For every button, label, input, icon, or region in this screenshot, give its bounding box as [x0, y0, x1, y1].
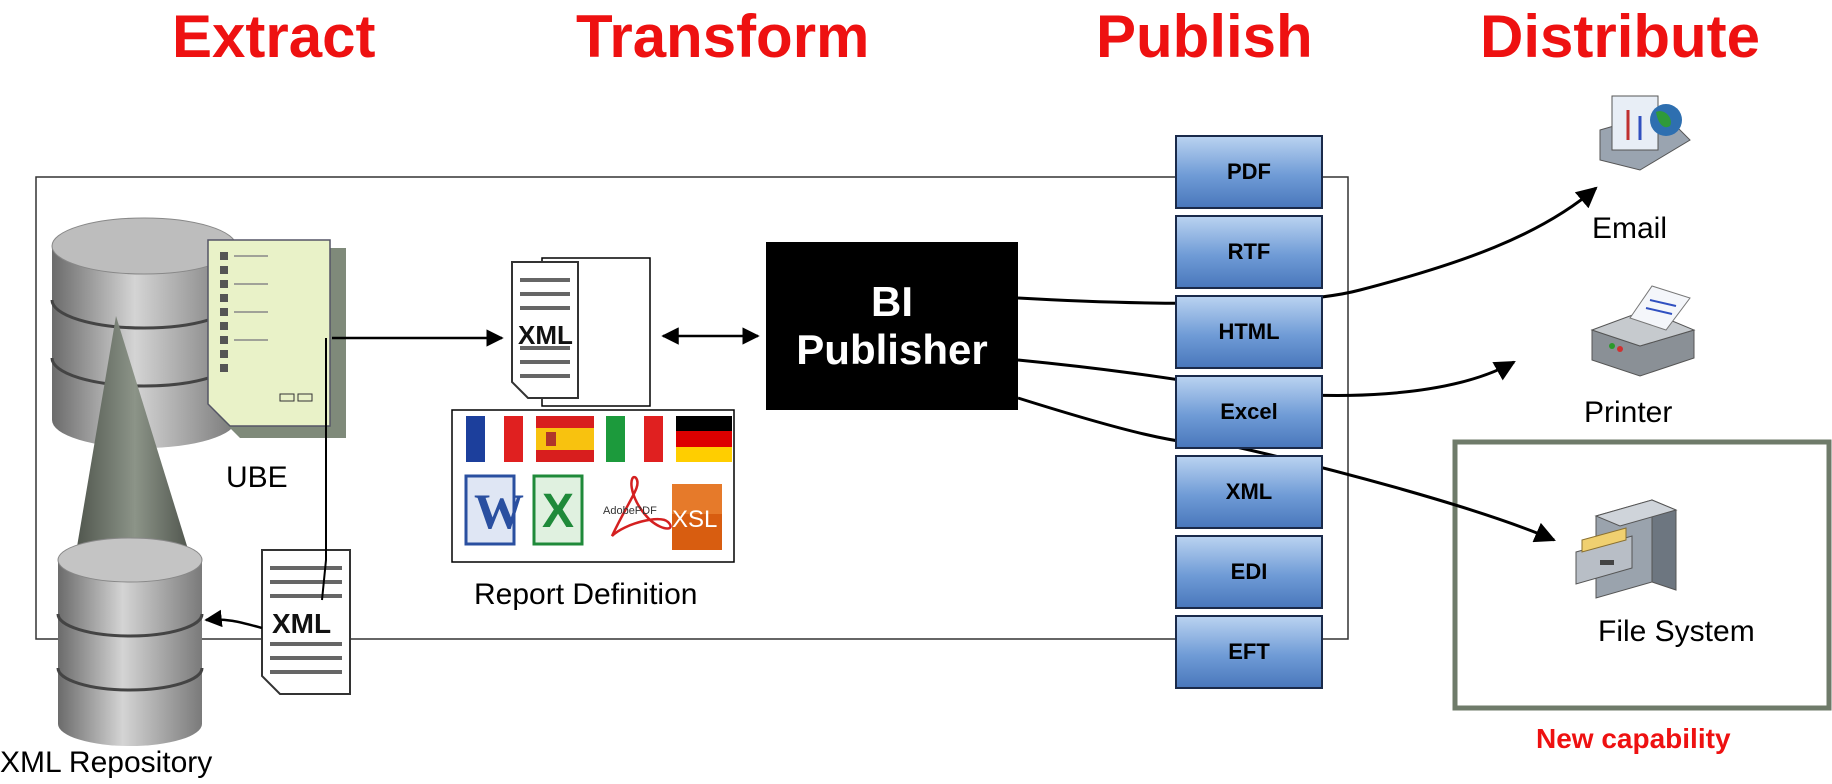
- email-label: Email: [1592, 212, 1668, 245]
- format-rtf: RTF: [1175, 215, 1323, 289]
- xml-document-icon: [511, 261, 579, 399]
- new-capability-label: New capability: [1536, 723, 1731, 754]
- xml-doc-label: XML: [518, 320, 573, 350]
- format-edi: EDI: [1175, 535, 1323, 609]
- database-icon: [56, 537, 204, 746]
- flag-germany-icon: [676, 416, 732, 462]
- database-icon: [50, 217, 238, 448]
- report-document-icon: [207, 239, 346, 438]
- xml-doc-label: XML: [272, 608, 332, 639]
- flag-italy-icon: [606, 416, 663, 462]
- process-frame: [35, 176, 1349, 640]
- report-definition-label: Report Definition: [474, 578, 698, 611]
- bi-publisher-line1: BI: [871, 278, 913, 325]
- adobe-pdf-label: AdobePDF: [603, 505, 657, 517]
- format-html: HTML: [1175, 295, 1323, 369]
- bi-to-email-arrow: [1017, 186, 1598, 305]
- ube-down-line: [321, 338, 327, 601]
- bi-publisher-line2: Publisher: [796, 326, 988, 373]
- xsl-label: XSL: [672, 506, 718, 533]
- file-cabinet-icon: [1575, 499, 1678, 599]
- new-capability-frame: [1452, 439, 1832, 711]
- cone-shape: [70, 316, 200, 588]
- stage-transform: Transform: [576, 3, 870, 70]
- flag-france-icon: [466, 416, 523, 462]
- printer-label: Printer: [1584, 396, 1673, 429]
- ube-label: UBE: [226, 461, 288, 494]
- bi-publisher-box: BI Publisher: [766, 242, 1018, 410]
- xml-document-icon: [261, 549, 351, 695]
- flag-spain-icon: [536, 416, 594, 462]
- printer-icon: [1590, 285, 1696, 377]
- stage-extract: Extract: [172, 3, 376, 70]
- email-icon: [1599, 95, 1691, 171]
- stage-distribute: Distribute: [1480, 3, 1761, 70]
- excel-icon: [532, 474, 584, 546]
- stage-publish: Publish: [1096, 3, 1313, 70]
- bi-to-filesystem-arrow: [1017, 396, 1556, 543]
- file-system-label: File System: [1598, 615, 1755, 648]
- word-icon-letter: W: [474, 483, 524, 539]
- xsl-icon: [672, 484, 722, 550]
- xml-to-repository-arrow: [204, 609, 263, 630]
- excel-icon-letter: X: [542, 485, 575, 538]
- format-xml: XML: [1175, 455, 1323, 529]
- xml-repository-label: XML Repository: [0, 746, 213, 779]
- format-excel: Excel: [1175, 375, 1323, 449]
- adobe-pdf-icon: [610, 475, 672, 537]
- format-eft: EFT: [1175, 615, 1323, 689]
- format-pdf: PDF: [1175, 135, 1323, 209]
- word-icon: [464, 474, 516, 546]
